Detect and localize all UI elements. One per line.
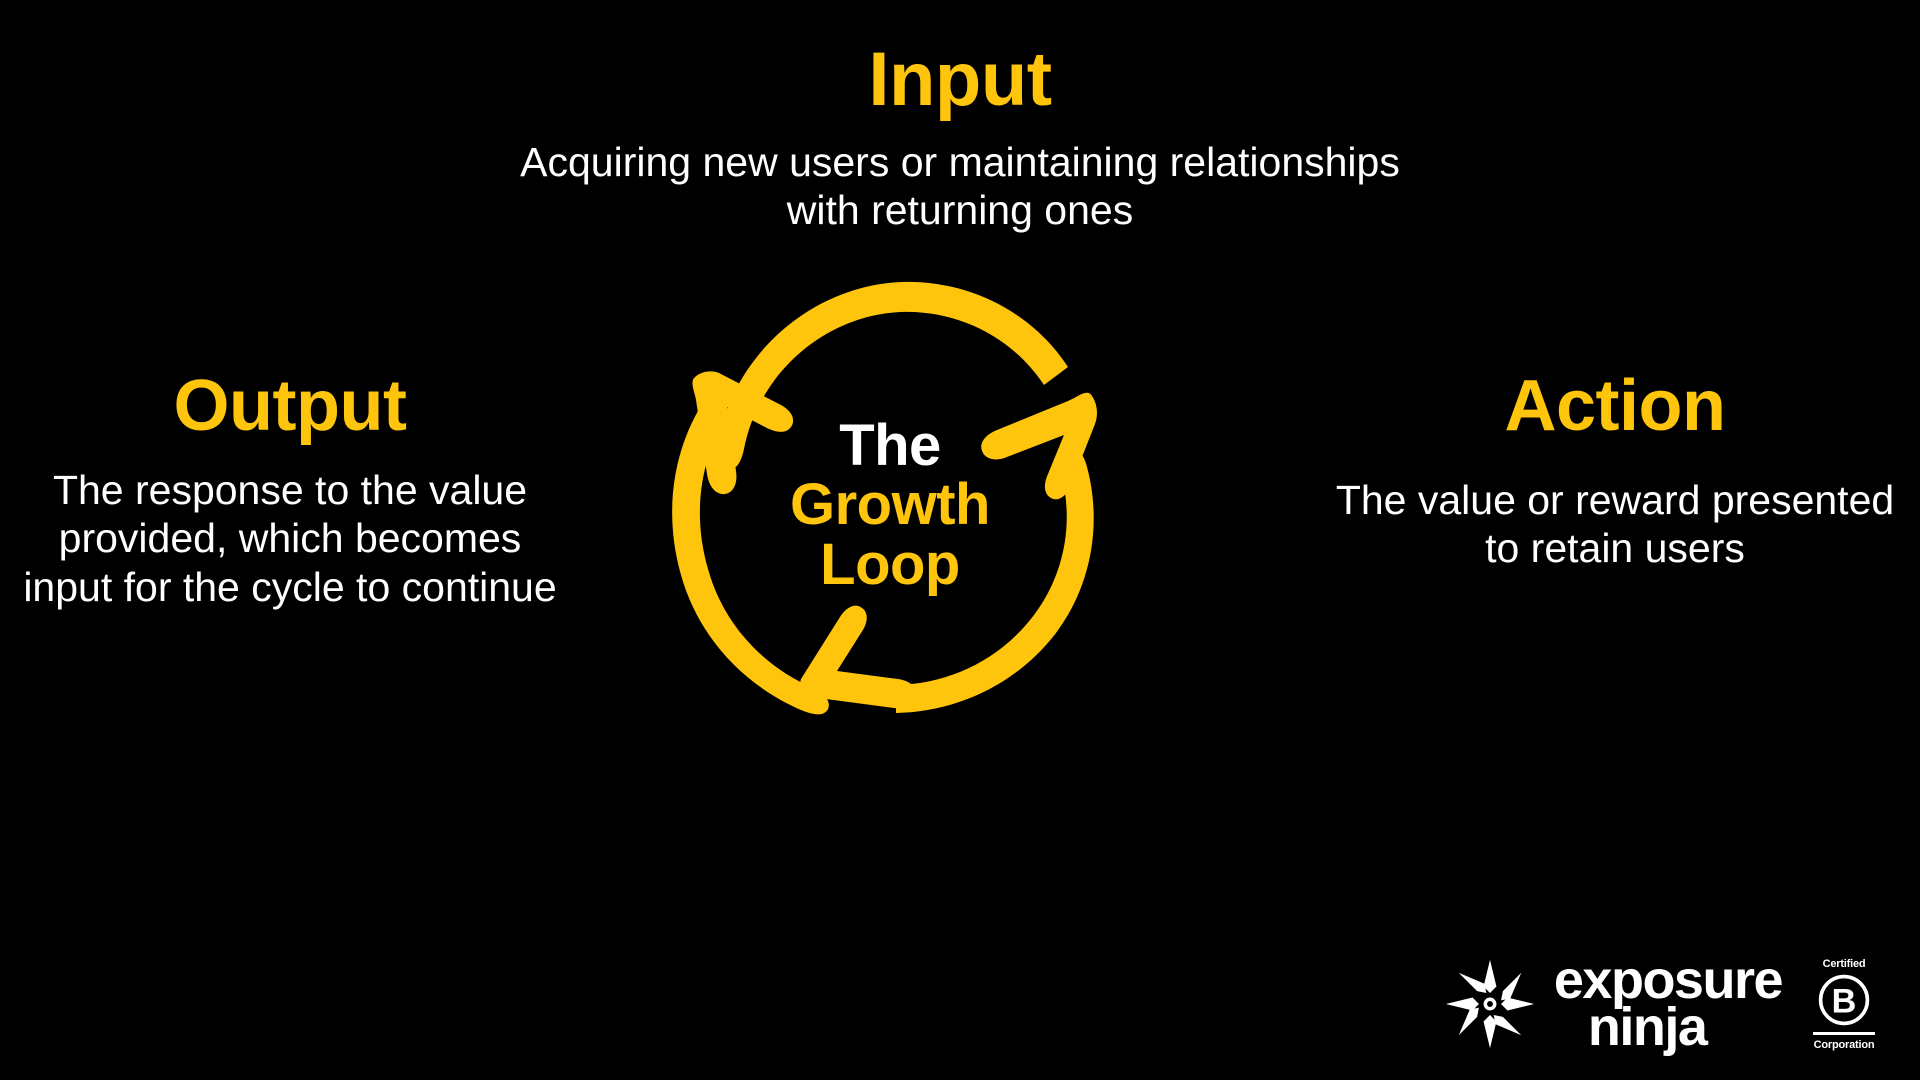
center-line-loop: Loop (820, 531, 960, 597)
bcorp-b-icon: B (1818, 974, 1870, 1026)
center-line-the: The (839, 413, 941, 479)
cycle-arrows-icon (672, 281, 1097, 715)
node-action: Action The value or reward presented to … (1330, 370, 1900, 573)
growth-loop-diagram: The Growth Loop (640, 255, 1140, 755)
input-heading: Input (868, 37, 1052, 122)
shuriken-icon (1445, 960, 1535, 1049)
wordmark-ninja: ninja (1587, 997, 1708, 1058)
bcorp-corporation-label: Corporation (1813, 1038, 1875, 1051)
exposure-ninja-wordmark: exposure ninja (1553, 949, 1784, 1058)
output-description: The response to the value provided, whic… (23, 467, 557, 610)
output-heading: Output (173, 366, 407, 446)
bcorp-certified-label: Certified (1822, 957, 1866, 970)
growth-loop-label: The Growth Loop (640, 255, 1140, 755)
bcorp-logo: Certified B Corporation (1808, 958, 1880, 1051)
wordmark-exposure: exposure (1553, 949, 1784, 1010)
branding-row: exposure ninja Certified B Corporation (1444, 949, 1880, 1058)
node-input: Input Acquiring new users or maintaining… (500, 42, 1420, 235)
action-description: The value or reward presented to retain … (1335, 477, 1895, 572)
exposure-ninja-logo: exposure ninja (1444, 949, 1784, 1058)
center-line-growth: Growth (790, 472, 990, 538)
action-heading: Action (1504, 366, 1726, 446)
svg-text:B: B (1832, 983, 1857, 1021)
input-description: Acquiring new users or maintaining relat… (520, 139, 1400, 234)
bcorp-divider (1813, 1031, 1875, 1035)
node-output: Output The response to the value provide… (10, 370, 570, 611)
